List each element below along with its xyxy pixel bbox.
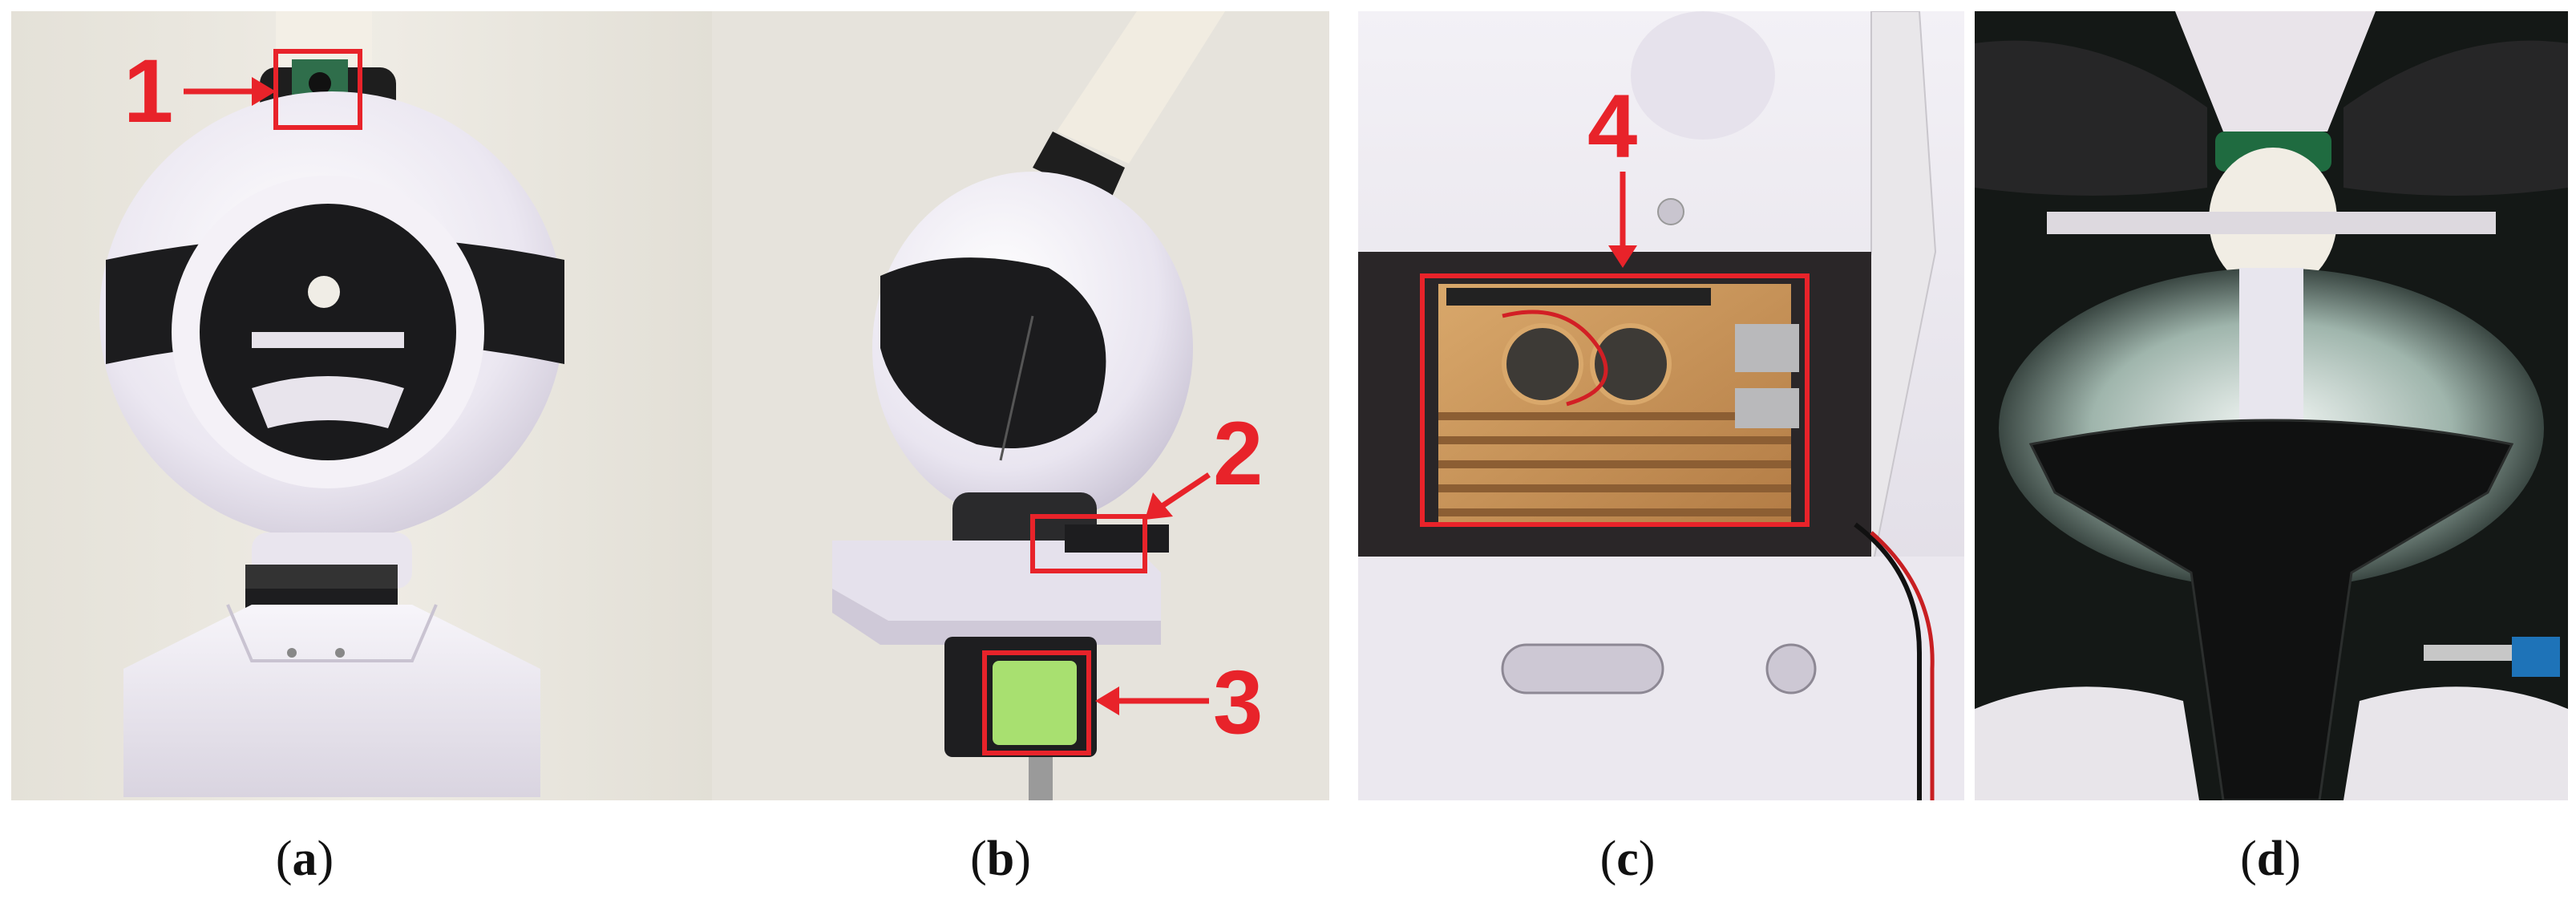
robot-internal-board-image: 4 bbox=[1358, 11, 1964, 800]
robot-platform bbox=[832, 541, 1161, 621]
roller-left bbox=[1975, 40, 2207, 196]
gpio-header bbox=[1446, 288, 1711, 306]
base-right bbox=[2343, 686, 2568, 800]
camera-lens bbox=[309, 72, 331, 95]
switch-slot bbox=[1501, 643, 1664, 694]
photo-panel-c: 4 bbox=[1358, 11, 1964, 800]
blue-connector bbox=[2512, 637, 2560, 677]
annotation-box-3 bbox=[982, 650, 1091, 755]
inner-lip bbox=[252, 376, 404, 428]
fan-wire bbox=[1502, 310, 1608, 407]
annotation-label-2: 2 bbox=[1213, 403, 1263, 504]
annotation-box-1 bbox=[273, 49, 362, 130]
photo-panel-b: 2 3 bbox=[712, 11, 1329, 800]
caption-b: (b) bbox=[970, 832, 1031, 886]
annotation-box-2 bbox=[1030, 514, 1147, 573]
cooling-fan-right bbox=[1590, 323, 1672, 405]
caption-c: (c) bbox=[1599, 832, 1656, 886]
cooling-fan-left bbox=[1502, 323, 1583, 405]
annotation-label-3: 3 bbox=[1213, 652, 1263, 752]
feeder-funnel bbox=[2028, 419, 2514, 800]
shuttlecock-feeder-image bbox=[1975, 11, 2568, 800]
caption-a: (a) bbox=[275, 832, 334, 886]
robot-black-band bbox=[880, 257, 1106, 448]
robot-side-view-image: 2 3 bbox=[712, 11, 1329, 800]
robot-base bbox=[123, 605, 540, 797]
support-pole bbox=[1029, 757, 1053, 800]
inner-bracket bbox=[252, 332, 404, 348]
photo-panel-a: 1 bbox=[11, 11, 714, 800]
power-cable bbox=[1854, 522, 1922, 800]
tube-collar bbox=[1033, 132, 1125, 204]
robot-front-view-image: 1 bbox=[11, 11, 714, 800]
caption-d: (d) bbox=[2240, 832, 2301, 886]
shuttlecock-tube bbox=[1057, 11, 1225, 164]
photo-panel-d bbox=[1975, 11, 2568, 800]
battery-pack bbox=[993, 661, 1077, 745]
annotation-label-4: 4 bbox=[1587, 76, 1637, 176]
annotation-box-4 bbox=[1420, 273, 1810, 527]
port-hole bbox=[1765, 643, 1817, 694]
guide-plate bbox=[2047, 212, 2496, 234]
usb-port bbox=[1735, 324, 1799, 372]
base-left bbox=[1975, 686, 2199, 800]
shuttlecock-tip bbox=[308, 276, 340, 308]
sensor-lead bbox=[2424, 645, 2512, 661]
heatsink-fins bbox=[1438, 412, 1791, 516]
annotation-label-1: 1 bbox=[123, 41, 173, 141]
sensor-module bbox=[1065, 524, 1169, 553]
shuttlecock-feathers bbox=[2175, 11, 2376, 132]
roller-right bbox=[2343, 40, 2568, 196]
ethernet-port bbox=[1735, 388, 1799, 428]
